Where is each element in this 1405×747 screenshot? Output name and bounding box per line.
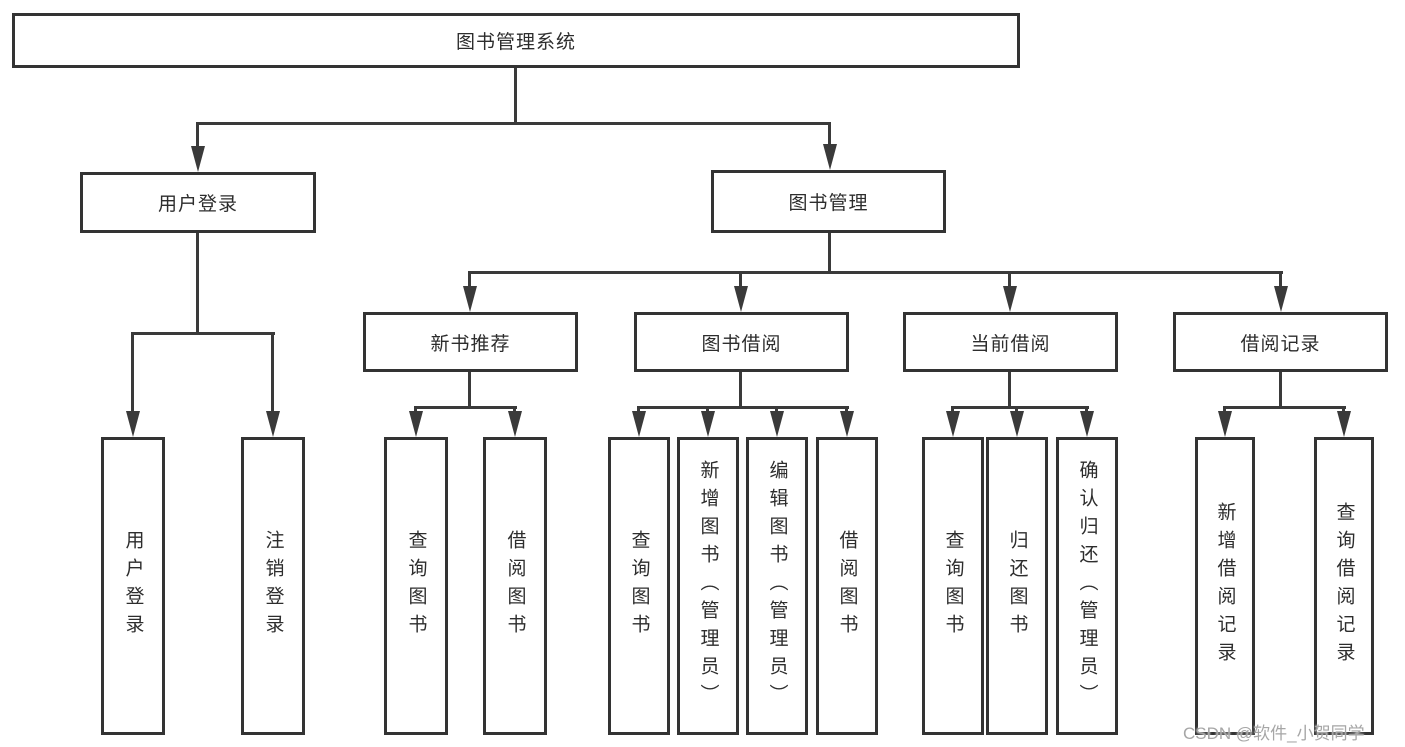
connector-line bbox=[951, 406, 1089, 409]
leaf-user-login: 用户登录 bbox=[101, 437, 165, 735]
node-label: 图书管理 bbox=[788, 193, 869, 214]
node-label: 新增图书（管理员） bbox=[697, 460, 719, 712]
connector-line bbox=[468, 271, 471, 288]
arrowhead-down-icon bbox=[1080, 411, 1094, 437]
connector-line bbox=[1015, 406, 1018, 413]
connector-line bbox=[514, 68, 517, 124]
connector-line bbox=[1008, 372, 1011, 408]
node-new-book-recommend: 新书推荐 bbox=[363, 312, 578, 372]
connector-line bbox=[1223, 406, 1346, 409]
connector-line bbox=[775, 406, 778, 413]
leaf-add-borrow-record: 新增借阅记录 bbox=[1195, 437, 1255, 735]
connector-line bbox=[739, 271, 742, 288]
arrowhead-down-icon bbox=[632, 411, 646, 437]
node-label: 注销登录 bbox=[262, 530, 284, 642]
node-label: 查询借阅记录 bbox=[1333, 502, 1355, 670]
node-label: 新增借阅记录 bbox=[1214, 502, 1236, 670]
connector-line bbox=[637, 406, 640, 413]
arrowhead-down-icon bbox=[1274, 286, 1288, 312]
arrowhead-down-icon bbox=[409, 411, 423, 437]
arrowhead-down-icon bbox=[946, 411, 960, 437]
leaf-logout: 注销登录 bbox=[241, 437, 305, 735]
connector-line bbox=[468, 271, 1283, 274]
arrowhead-down-icon bbox=[126, 411, 140, 437]
node-label: 用户登录 bbox=[122, 530, 144, 642]
connector-line bbox=[414, 406, 517, 409]
arrowhead-down-icon bbox=[508, 411, 522, 437]
arrowhead-down-icon bbox=[734, 286, 748, 312]
node-label: 用户登录 bbox=[157, 194, 238, 215]
connector-line bbox=[468, 372, 471, 408]
node-label: 借阅图书 bbox=[836, 530, 858, 642]
node-borrow-records: 借阅记录 bbox=[1173, 312, 1388, 372]
node-label: 借阅图书 bbox=[504, 530, 526, 642]
node-label: 借阅记录 bbox=[1240, 333, 1321, 355]
connector-line bbox=[739, 372, 742, 408]
leaf-query-book-borrowing: 查询图书 bbox=[608, 437, 670, 735]
connector-line bbox=[951, 406, 954, 413]
connector-line bbox=[513, 406, 516, 413]
connector-line bbox=[414, 406, 417, 413]
leaf-add-book-admin: 新增图书（管理员） bbox=[677, 437, 739, 735]
node-label: 编辑图书（管理员） bbox=[766, 460, 788, 712]
leaf-edit-book-admin: 编辑图书（管理员） bbox=[746, 437, 808, 735]
node-label: 查询图书 bbox=[628, 530, 650, 642]
leaf-borrow-book: 借阅图书 bbox=[816, 437, 878, 735]
connector-line bbox=[131, 332, 134, 411]
node-user-login: 用户登录 bbox=[80, 172, 316, 233]
arrowhead-down-icon bbox=[770, 411, 784, 437]
arrowhead-down-icon bbox=[823, 144, 837, 170]
arrowhead-down-icon bbox=[463, 286, 477, 312]
node-book-management: 图书管理 bbox=[711, 170, 946, 233]
connector-line bbox=[196, 233, 199, 335]
arrowhead-down-icon bbox=[1218, 411, 1232, 437]
node-label: 当前借阅 bbox=[970, 333, 1051, 355]
connector-line bbox=[637, 406, 849, 409]
node-book-borrowing: 图书借阅 bbox=[634, 312, 849, 372]
arrowhead-down-icon bbox=[701, 411, 715, 437]
node-label: 查询图书 bbox=[942, 530, 964, 642]
arrowhead-down-icon bbox=[191, 146, 205, 172]
leaf-query-book-current: 查询图书 bbox=[922, 437, 984, 735]
connector-line bbox=[1223, 406, 1226, 413]
connector-line bbox=[828, 122, 831, 148]
arrowhead-down-icon bbox=[1337, 411, 1351, 437]
connector-line bbox=[1342, 406, 1345, 413]
node-label: 查询图书 bbox=[405, 530, 427, 642]
arrowhead-down-icon bbox=[266, 411, 280, 437]
connector-line bbox=[1085, 406, 1088, 413]
leaf-return-book: 归还图书 bbox=[986, 437, 1048, 735]
leaf-borrow-book-recommend: 借阅图书 bbox=[483, 437, 547, 735]
connector-line bbox=[1279, 372, 1282, 408]
arrowhead-down-icon bbox=[1010, 411, 1024, 437]
node-label: 确认归还（管理员） bbox=[1076, 460, 1098, 712]
leaf-query-borrow-record: 查询借阅记录 bbox=[1314, 437, 1374, 735]
node-current-borrowing: 当前借阅 bbox=[903, 312, 1118, 372]
arrowhead-down-icon bbox=[1003, 286, 1017, 312]
node-label: 归还图书 bbox=[1006, 530, 1028, 642]
leaf-query-book-recommend: 查询图书 bbox=[384, 437, 448, 735]
connector-line bbox=[196, 122, 199, 148]
node-label: 图书借阅 bbox=[701, 333, 782, 355]
node-library-system: 图书管理系统 bbox=[12, 13, 1020, 68]
arrowhead-down-icon bbox=[840, 411, 854, 437]
connector-line bbox=[1008, 271, 1011, 288]
connector-line bbox=[131, 332, 275, 335]
node-label: 图书管理系统 bbox=[455, 32, 576, 53]
connector-line bbox=[828, 233, 831, 274]
connector-line bbox=[845, 406, 848, 413]
connector-line bbox=[271, 332, 274, 411]
connector-line bbox=[706, 406, 709, 413]
connector-line bbox=[197, 122, 831, 125]
connector-line bbox=[1279, 271, 1282, 288]
leaf-confirm-return-admin: 确认归还（管理员） bbox=[1056, 437, 1118, 735]
node-label: 新书推荐 bbox=[430, 333, 511, 355]
